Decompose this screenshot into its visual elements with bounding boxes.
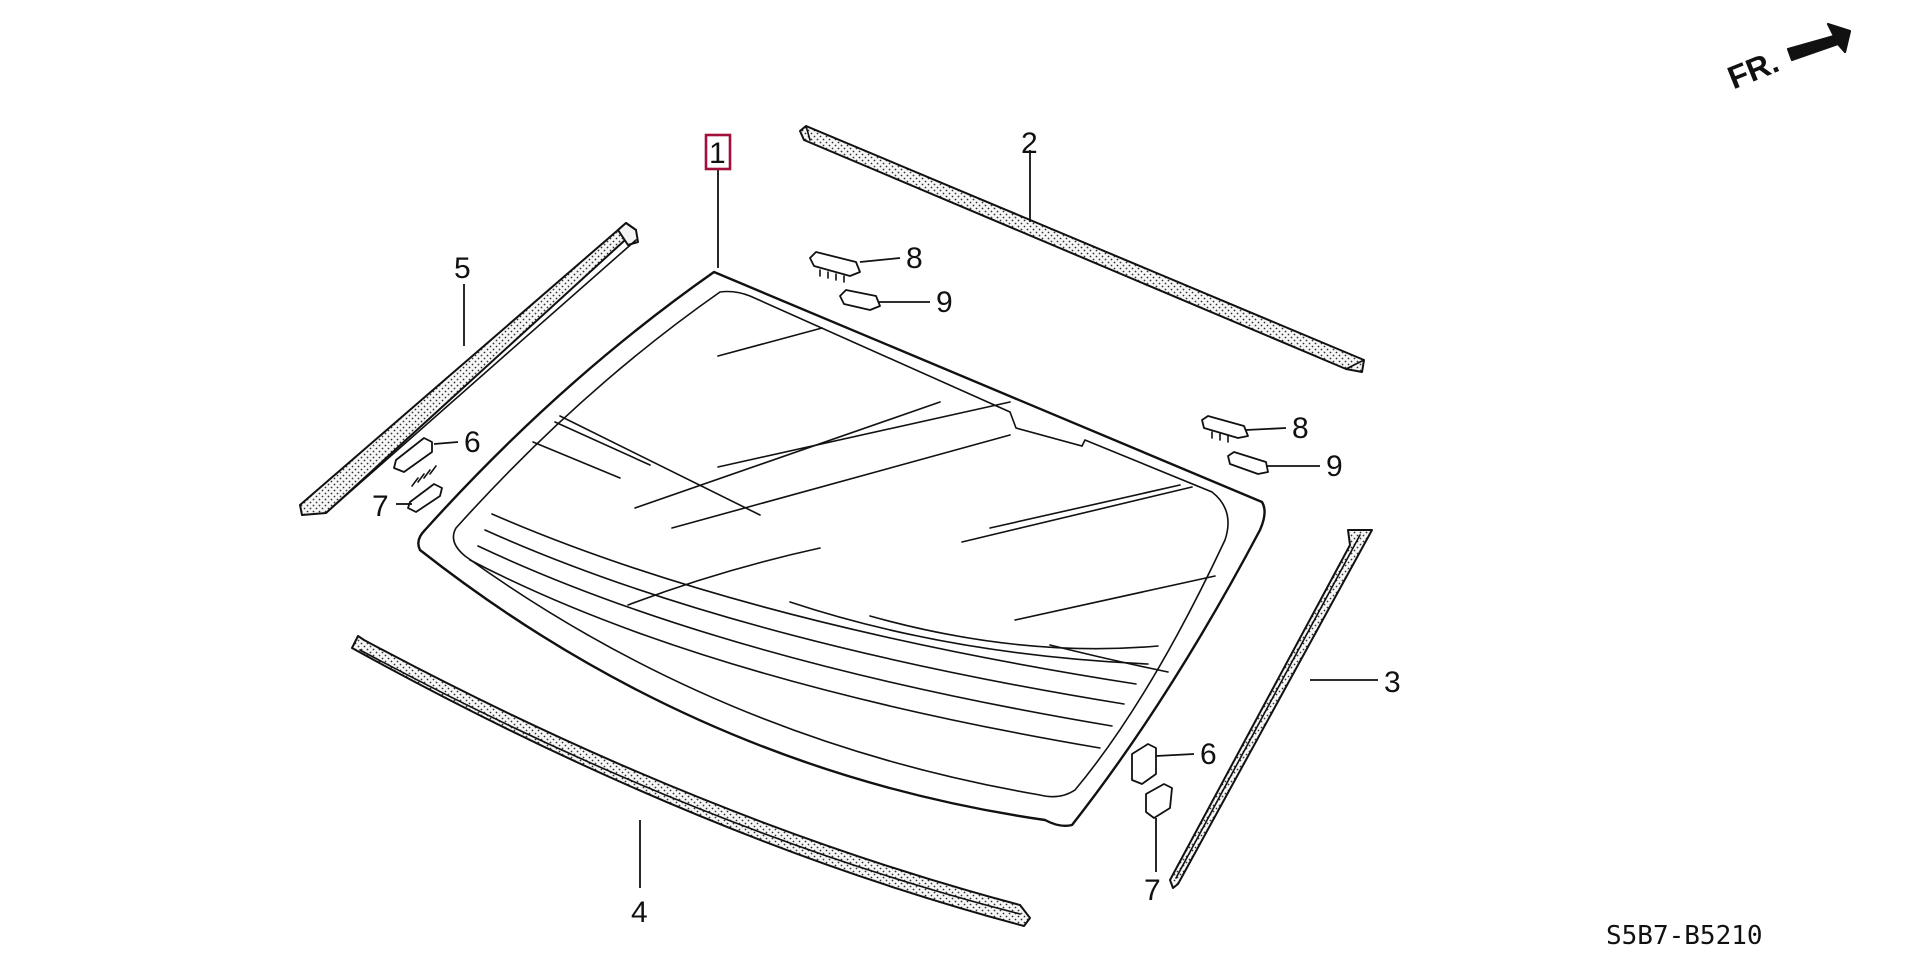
left-upper-clip-8 <box>809 251 861 283</box>
diagram-code: S5B7-B5210 <box>1606 921 1763 951</box>
front-direction-label: FR. <box>1722 43 1783 96</box>
right-clip-6 <box>1131 743 1157 785</box>
windshield-glass <box>417 270 1266 828</box>
callout-4: 4 <box>631 896 648 929</box>
callout-8-left: 8 <box>906 242 923 275</box>
left-clip-6 <box>393 437 433 473</box>
right-clip-7 <box>1145 783 1173 819</box>
left-side-molding <box>299 222 639 516</box>
callout-7-left: 7 <box>372 490 389 523</box>
callout-8-right: 8 <box>1292 412 1309 445</box>
leader-lines <box>396 150 1378 888</box>
front-direction-indicator: FR. <box>1722 22 1852 96</box>
callout-3: 3 <box>1384 666 1401 699</box>
right-side-molding <box>1169 529 1373 889</box>
callout-6-left: 6 <box>464 426 481 459</box>
windshield-callout-highlight <box>704 133 732 171</box>
callout-6-right: 6 <box>1200 738 1217 771</box>
front-arrow-icon <box>1786 22 1852 62</box>
callout-9-right: 9 <box>1326 450 1343 483</box>
left-clip-7 <box>407 465 443 513</box>
callout-1: 1 <box>709 137 726 170</box>
callout-7-right: 7 <box>1144 874 1161 907</box>
upper-molding <box>799 125 1365 373</box>
right-upper-clip-8 <box>1201 415 1249 443</box>
lower-molding <box>351 635 1031 927</box>
left-upper-clip-9 <box>839 289 881 311</box>
callout-2: 2 <box>1021 127 1038 160</box>
callout-9-left: 9 <box>936 286 953 319</box>
callout-5: 5 <box>454 252 471 285</box>
right-upper-clip-9 <box>1227 451 1269 475</box>
